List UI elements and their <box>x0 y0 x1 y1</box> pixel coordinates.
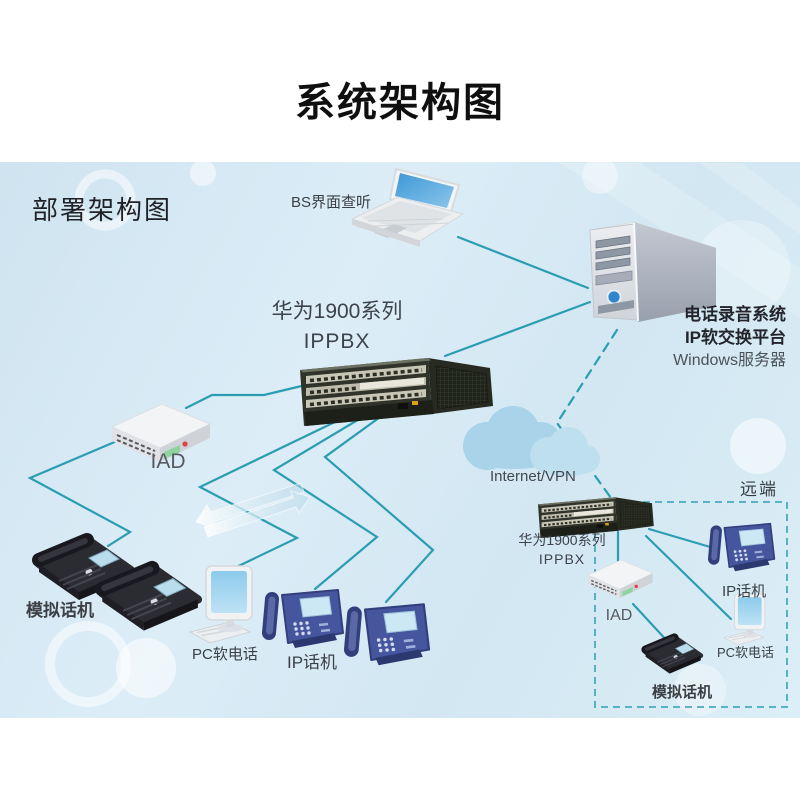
pc-main-label: PC软电话 <box>192 646 258 663</box>
arrow-upright <box>203 490 311 538</box>
ippbx-main-label-line1: 华为1900系列 <box>271 300 403 323</box>
ippbx-remote-label-line2: IPPBX <box>538 551 586 567</box>
decor-circles <box>45 162 790 716</box>
ippbx-remote-label-line1: 华为1900系列 <box>518 532 606 548</box>
link-riad-ranalog <box>631 602 671 645</box>
link-rippbx-ripphone <box>647 527 719 551</box>
analog-remote-label: 模拟话机 <box>652 684 713 701</box>
ipphone-main-label: IP话机 <box>287 653 338 672</box>
connection-lines <box>27 235 733 645</box>
server-label-line2: IP软交换平台 <box>684 328 786 347</box>
remote-zone-border <box>594 501 788 708</box>
pc-remote-label: PC软电话 <box>717 645 775 660</box>
ip-phone-remote-icon <box>714 524 775 572</box>
iad-main-label: IAD <box>150 450 186 473</box>
internet-vpn-label: Internet/VPN <box>490 468 576 485</box>
deployment-subtitle: 部署架构图 <box>32 196 173 225</box>
link-iad-analog <box>27 439 133 548</box>
ipphone-remote-label: IP话机 <box>722 583 767 600</box>
server-label-line1: 电话录音系统 <box>684 305 786 324</box>
server-label-line3: Windows服务器 <box>673 352 786 369</box>
laptop-label: BS界面查听 <box>291 194 372 211</box>
arrow-downleft <box>195 482 305 530</box>
analog-phone-2-icon <box>102 568 198 630</box>
link-ippbx-server <box>443 300 592 358</box>
link-ippbx-iad <box>184 382 312 410</box>
page-title: 系统架构图 <box>295 81 505 125</box>
laptop-icon <box>350 167 465 247</box>
pc-softphone-icon <box>189 565 253 644</box>
analog-main-label: 模拟话机 <box>26 601 94 620</box>
ippbx-main-label: 华为1900系列 IPPBX <box>252 297 422 357</box>
ippbx-main-icon <box>298 356 495 428</box>
link-server-remote-dashed <box>555 328 619 500</box>
server-label: 电话录音系统 IP软交换平台 Windows服务器 <box>673 303 786 372</box>
link-rippbx-rpc <box>644 534 733 621</box>
server-icon <box>589 221 718 322</box>
link-ippbx-ipphone2 <box>323 410 435 604</box>
internet-vpn-cloud-icon <box>463 406 600 476</box>
ip-phone-1-icon <box>269 590 343 648</box>
ippbx-main-label-line2: IPPBX <box>303 330 371 353</box>
ippbx-remote-label: 华为1900系列 IPPBX <box>502 531 622 569</box>
architecture-diagram <box>27 162 800 716</box>
link-laptop-server <box>456 235 590 290</box>
iad-remote-label: IAD <box>605 607 633 624</box>
link-ippbx-ipphone1 <box>271 416 379 591</box>
ip-phone-2-icon <box>351 604 429 665</box>
flow-arrows <box>195 482 311 538</box>
remote-zone-label: 远端 <box>740 480 778 499</box>
